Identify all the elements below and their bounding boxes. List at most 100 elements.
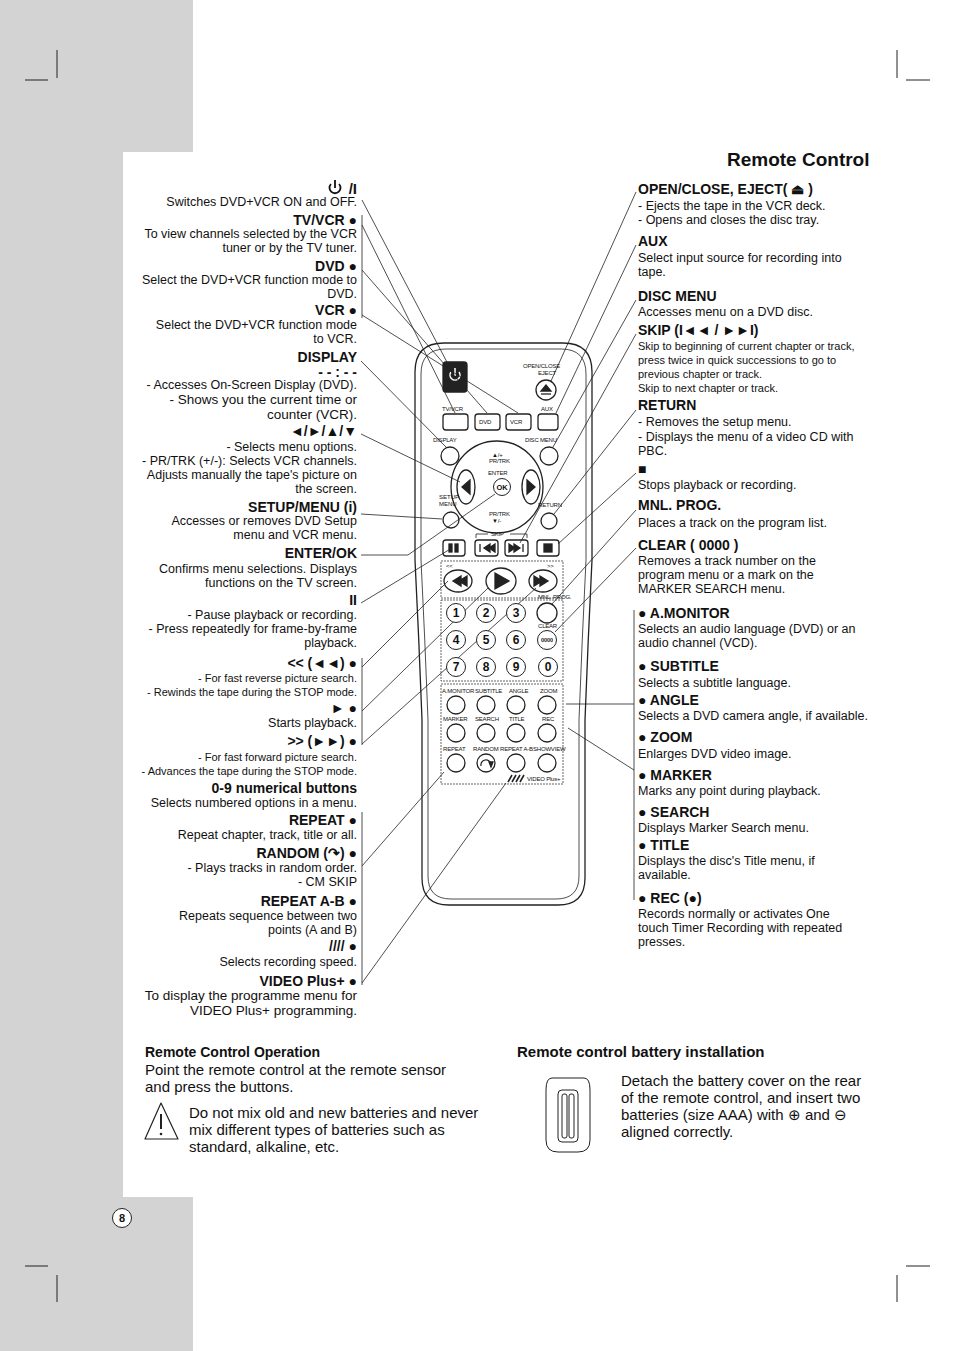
button-label: MARKER (443, 716, 467, 723)
button-label: VCR (510, 419, 522, 426)
label-text: Selects an audio language (DVD) or an au… (638, 622, 878, 650)
button-text: OK (496, 483, 507, 492)
button-label: PR/TRK (489, 511, 510, 518)
label-text: REPEAT A-B ● (261, 893, 357, 909)
label-text: Selects a subtitle language. (638, 676, 873, 690)
remote-button: 5 (476, 630, 496, 650)
label-text: //// ● (329, 938, 357, 954)
label-text: Skip to next chapter or track. (638, 381, 878, 395)
warning-triangle (145, 1103, 178, 1139)
label-text: - Selects menu options. (127, 440, 357, 454)
button-label: SKIP (491, 531, 504, 538)
label-text: MNL. PROG. (638, 497, 721, 513)
button-text: 2 (483, 606, 490, 620)
button-text: 8 (119, 1212, 125, 1224)
label-text: - Rewinds the tape during the STOP mode. (117, 685, 357, 699)
label-text: - Removes the setup menu. (638, 415, 873, 429)
label-text: To display the programme menu for VIDEO … (142, 988, 357, 1018)
label-text: DISC MENU (638, 288, 717, 304)
label-text: Point the remote control at the remote s… (145, 1061, 475, 1095)
label-text: - CM SKIP (127, 875, 357, 889)
label-text: Selects recording speed. (127, 955, 357, 969)
button-label: DISPLAY (433, 437, 457, 444)
label-text: Displays Marker Search menu. (638, 821, 873, 835)
label-text: VCR ● (315, 302, 357, 318)
label-text: Starts playback. (127, 716, 357, 730)
page-number: 8 (112, 1208, 132, 1228)
button-label: >> (547, 563, 554, 570)
label-text: Accesses or removes DVD Setup menu and V… (157, 514, 357, 542)
label-text: TV/VCR ● (293, 212, 357, 228)
label-text: ● SEARCH (638, 804, 709, 820)
remote-button: 6 (506, 630, 526, 650)
button-text: 8 (483, 660, 490, 674)
label-text: Select the DVD+VCR function mode to DVD. (129, 273, 357, 301)
button-label: TITLE (509, 716, 524, 723)
button-label: ENTER (488, 470, 507, 477)
label-text: To view channels selected by the VCR tun… (129, 227, 357, 255)
button-label: OPEN/CLOSE (523, 363, 560, 370)
label-text: << (◄◄) ● (287, 655, 357, 671)
label-text: Marks any point during playback. (638, 784, 873, 798)
label-text: SETUP/MENU (i) (248, 499, 357, 515)
remote-button: OK (493, 478, 511, 496)
button-text: 4 (453, 633, 460, 647)
label-text: Places a track on the program list. (638, 516, 873, 530)
button-label: REC (542, 716, 554, 723)
button-label: MNL. PROG. (538, 594, 571, 601)
label-text: Stops playback or recording. (638, 478, 873, 492)
button-label: SETUP MENU (439, 494, 461, 507)
label-text: - - : - - (318, 364, 357, 380)
remote-button: 9 (506, 657, 526, 677)
label-text: - Displays the menu of a video CD with P… (638, 430, 868, 458)
label-text: II (349, 592, 357, 608)
battery-illustration (546, 1078, 590, 1152)
label-text: Skip to beginning of current chapter or … (638, 339, 878, 381)
label-text: CLEAR ( 0000 ) (638, 537, 738, 553)
label-text: Removes a track number on the program me… (638, 554, 853, 596)
label-text: Select the DVD+VCR function mode to VCR. (142, 318, 357, 346)
label-text: >> (►►) ● (287, 733, 357, 749)
label-text: Selects numbered options in a menu. (127, 796, 357, 810)
label-text: RETURN (638, 397, 696, 413)
label-text: - Advances the tape during the STOP mode… (117, 764, 357, 778)
label-text: Accesses menu on a DVD disc. (638, 305, 873, 319)
label-text: Switches DVD+VCR ON and OFF. (127, 195, 357, 209)
label-text: ● SUBTITLE (638, 658, 719, 674)
label-text: Confirms menu selections. Displays funct… (142, 562, 357, 590)
label-text: ● TITLE (638, 837, 689, 853)
page-title: Remote Control (727, 149, 870, 171)
button-text: 5 (483, 633, 490, 647)
label-text: Selects a DVD camera angle, if available… (638, 709, 883, 723)
label-text: DVD ● (315, 258, 357, 274)
button-label: SUBTITLE (475, 688, 502, 695)
label-text: ● A.MONITOR (638, 605, 730, 621)
remote-body (415, 343, 592, 905)
label-text: REPEAT ● (289, 812, 357, 828)
button-text: 0 (545, 660, 552, 674)
button-text: 9 (513, 660, 520, 674)
label-text: ► ● (331, 700, 357, 716)
label-text: Select input source for recording into t… (638, 251, 868, 279)
label-text: - Opens and closes the disc tray. (638, 213, 873, 227)
label-text: Do not mix old and new batteries and nev… (189, 1104, 481, 1155)
remote-button: 8 (476, 657, 496, 677)
label-text: Detach the battery cover on the rear of … (621, 1072, 866, 1140)
label-text: AUX (638, 233, 668, 249)
label-text: ■ (638, 461, 646, 477)
button-text: 1 (453, 606, 460, 620)
label-text: OPEN/CLOSE, EJECT( ⏏ ) (638, 181, 813, 197)
button-label: AUX (541, 406, 553, 413)
label-text: Remote Control Operation (145, 1044, 320, 1060)
label-text: Enlarges DVD video image. (638, 747, 873, 761)
label-text: /I (349, 180, 357, 197)
label-text: SKIP (I◄◄ / ►►I) (638, 322, 759, 338)
label-text: - For fast reverse picture search. (117, 671, 357, 685)
label-text: ● MARKER (638, 767, 712, 783)
label-text: ◄/►/▲/▼ (290, 423, 357, 439)
label-text: ● REC (●) (638, 890, 702, 906)
button-label: TV/VCR (442, 406, 463, 413)
power-icon (330, 180, 341, 193)
label-text: Repeat chapter, track, title or all. (127, 828, 357, 842)
button-label: EJECT (538, 370, 556, 377)
